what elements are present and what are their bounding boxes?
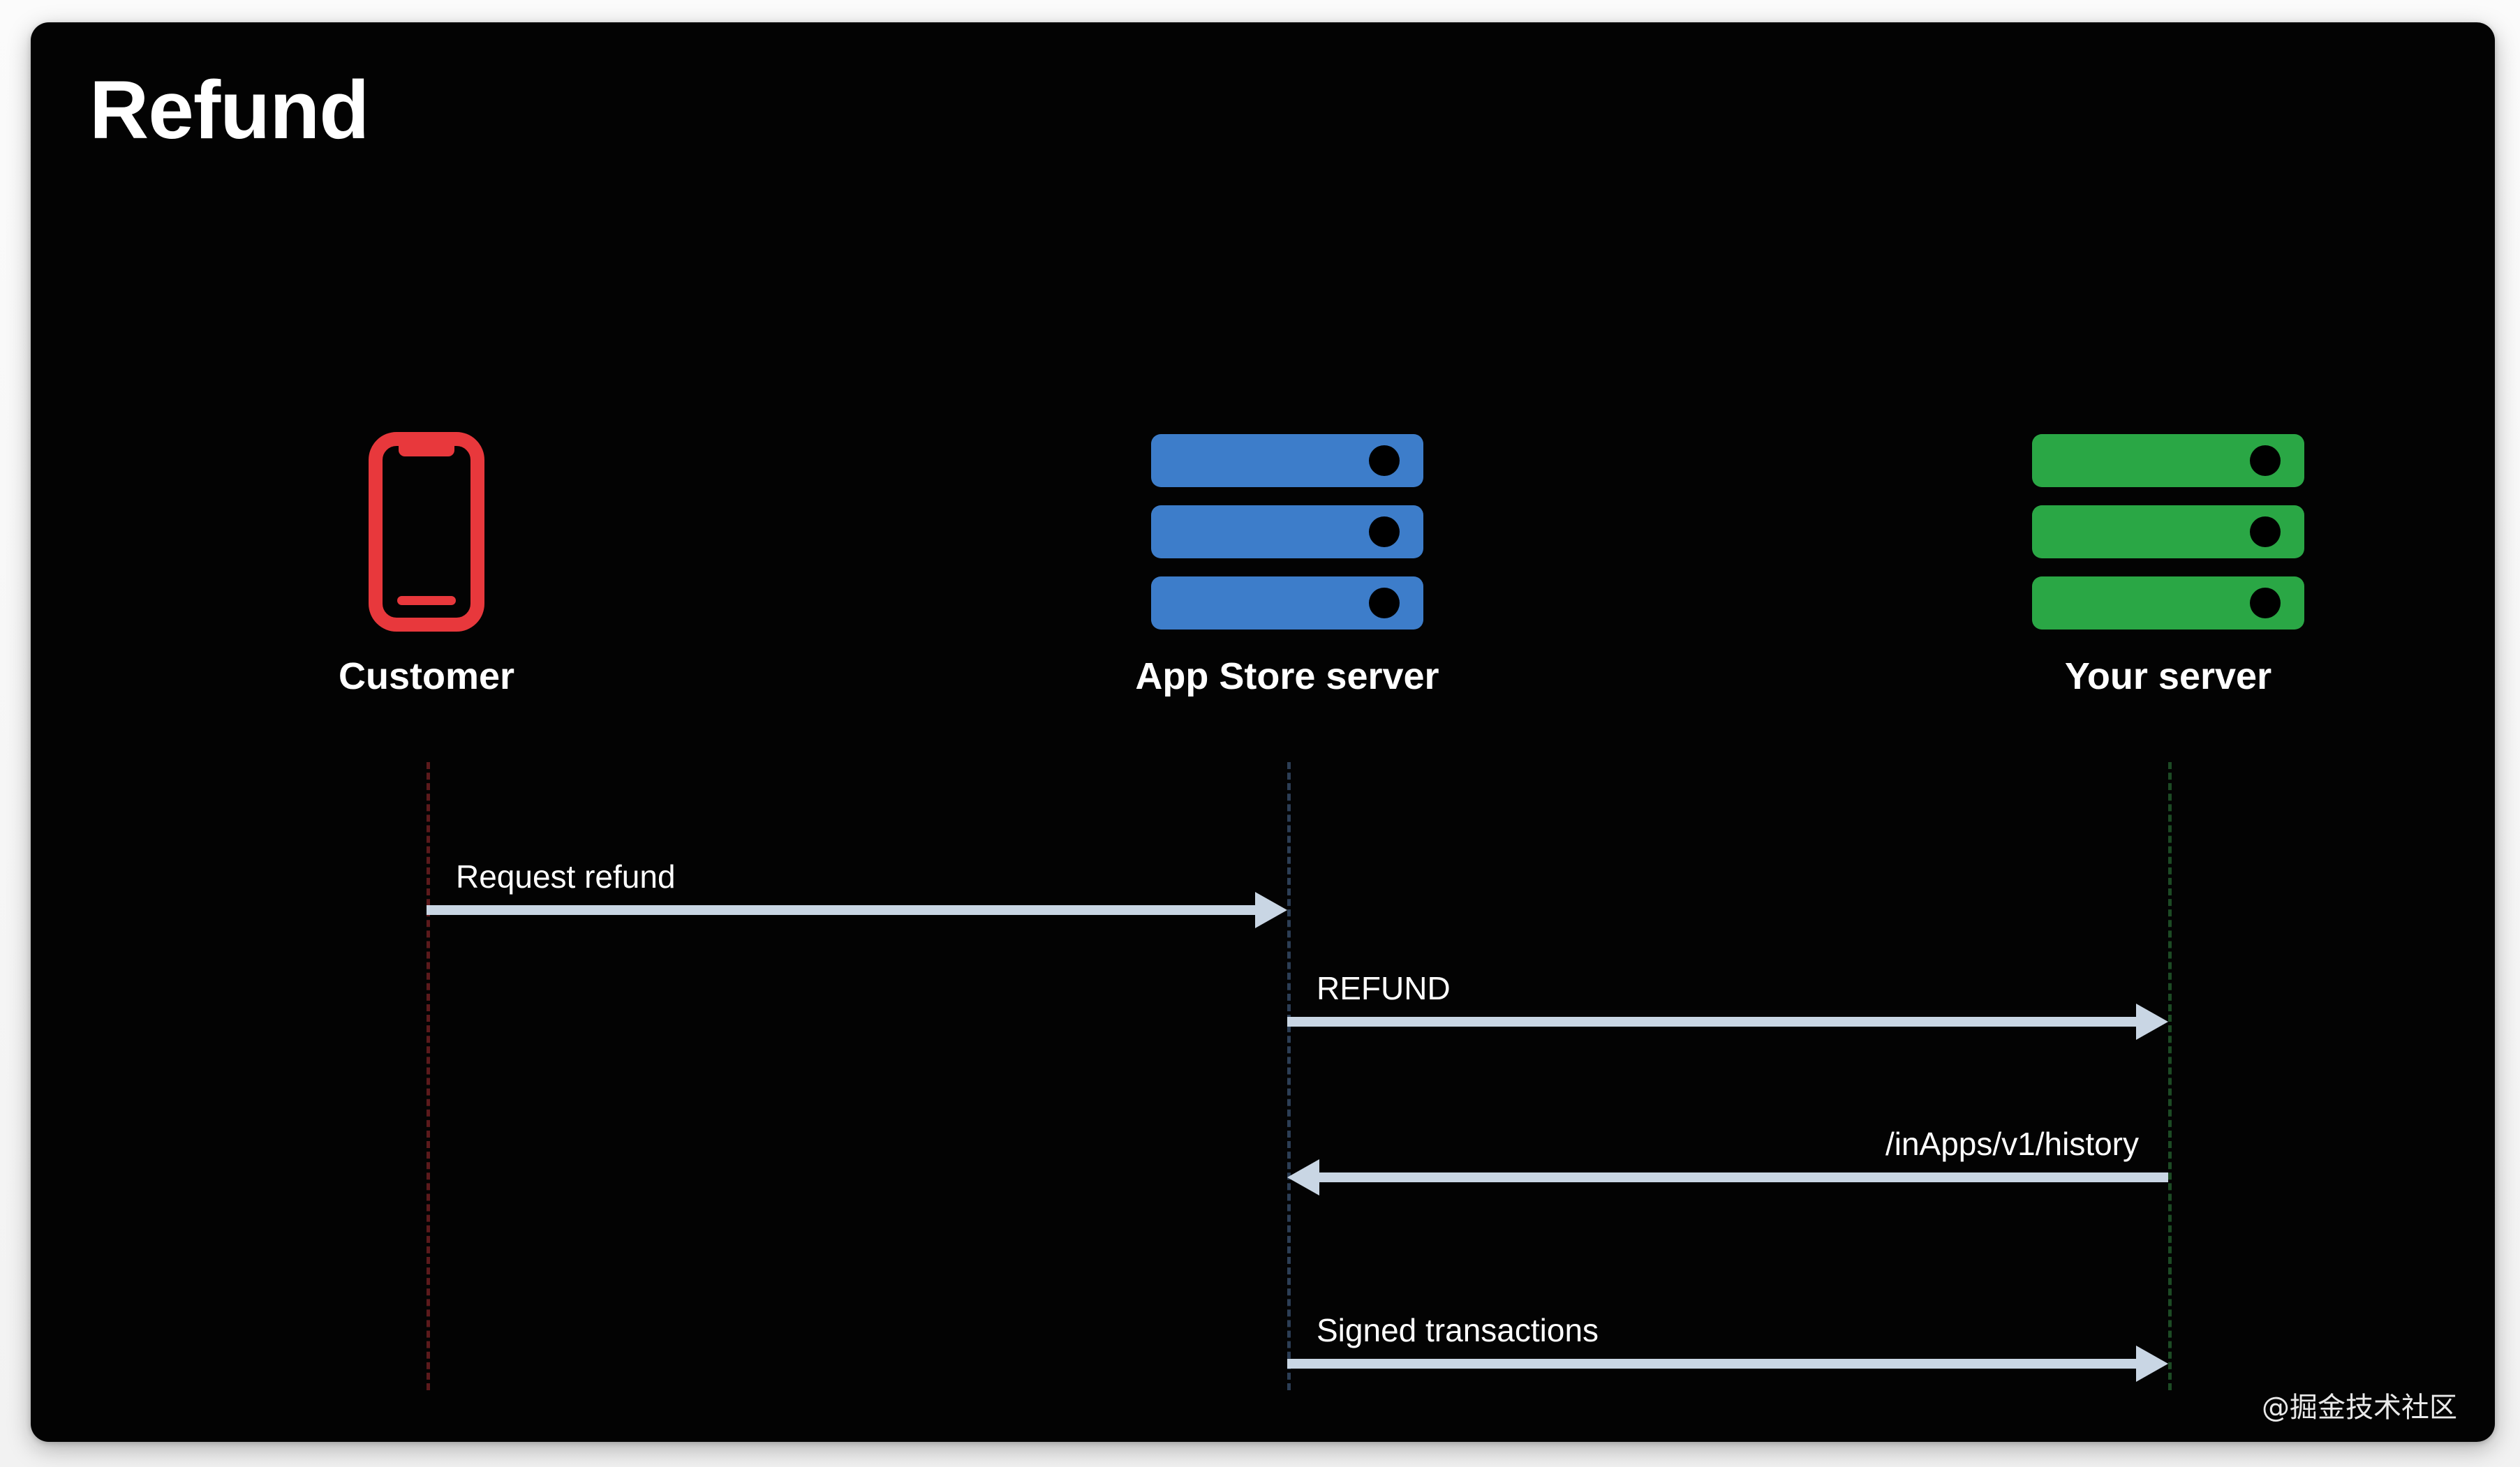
arrowhead-right-icon — [2136, 1004, 2168, 1040]
message-label-refund-notification: REFUND — [1317, 970, 1451, 1006]
page-title: Refund — [89, 64, 369, 156]
message-label-signed-transactions: Signed transactions — [1317, 1312, 1599, 1348]
server-rack-icon — [1092, 420, 1483, 643]
lifeline-your-server — [2168, 762, 2172, 1390]
lifeline-app-store-server — [1287, 762, 1291, 1390]
actor-label-your-server: Your server — [2064, 655, 2272, 697]
server-rack-icon — [1973, 420, 2364, 643]
iphone-icon — [231, 420, 622, 643]
arrowhead-right-icon — [2136, 1346, 2168, 1382]
arrowhead-left-icon — [1287, 1159, 1319, 1196]
actor-label-app-store-server: App Store server — [1135, 655, 1439, 697]
message-line — [427, 905, 1259, 915]
actor-your-server[interactable]: Your server — [1973, 420, 2364, 698]
actor-label-customer: Customer — [338, 655, 515, 697]
message-label-history-request: /inApps/v1/history — [1885, 1126, 2139, 1162]
actor-customer[interactable]: Customer — [231, 420, 622, 698]
watermark: @掘金技术社区 — [2262, 1392, 2457, 1424]
message-line — [1287, 1017, 2140, 1027]
arrowhead-right-icon — [1255, 892, 1287, 928]
slide-card: Refund Customer App Store server — [31, 22, 2495, 1442]
message-line — [1315, 1172, 2168, 1182]
actor-app-store-server[interactable]: App Store server — [1092, 420, 1483, 698]
message-label-request-refund: Request refund — [456, 858, 676, 895]
lifeline-customer — [427, 762, 430, 1390]
message-line — [1287, 1359, 2140, 1369]
